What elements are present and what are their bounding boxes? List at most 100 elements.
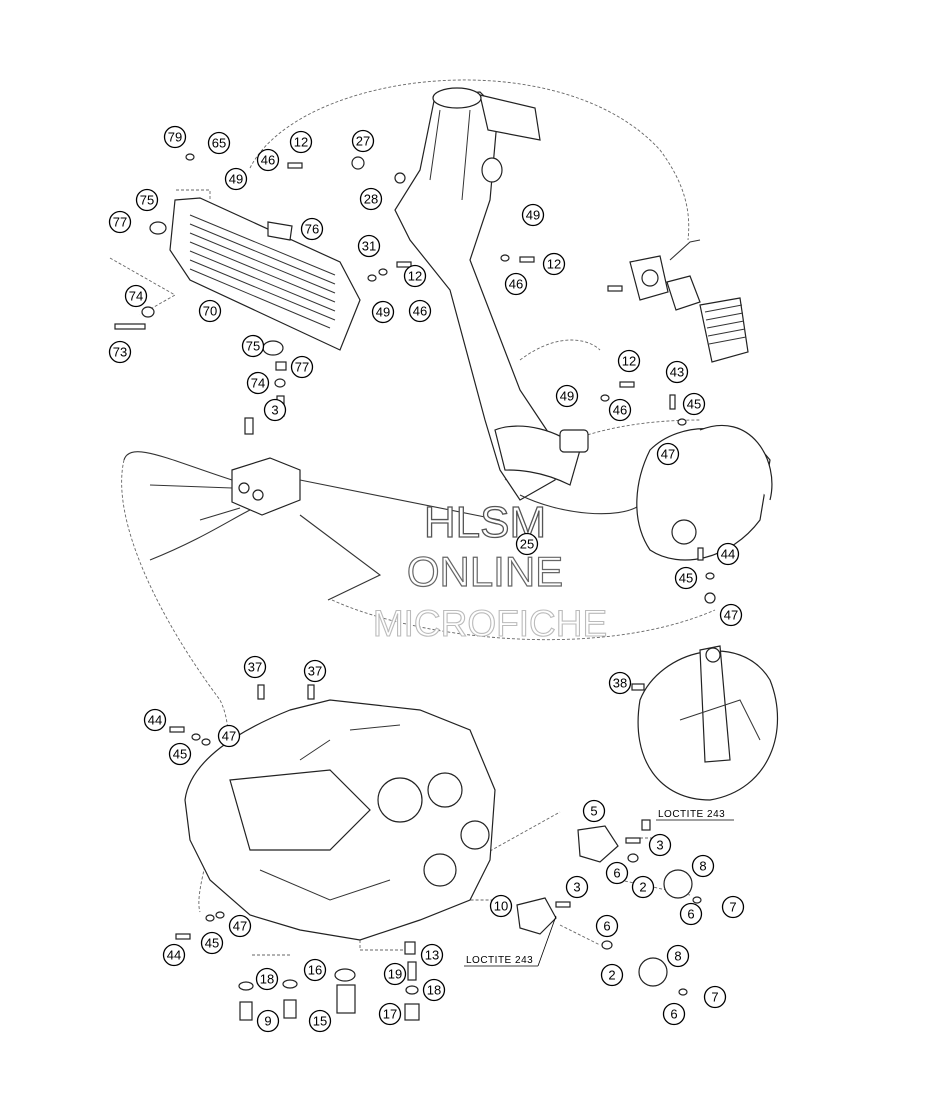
callout-number: 18 [427, 983, 441, 998]
callout-c37a: 37 [243, 655, 267, 679]
callout-circle [108, 340, 132, 364]
callout-number: 25 [520, 537, 534, 552]
callout-c13: 13 [420, 943, 444, 967]
engine-case [184, 684, 496, 941]
callout-c79: 79 [163, 125, 187, 149]
callout-c27: 27 [351, 129, 375, 153]
callout-c74a: 74 [124, 284, 148, 308]
callout-circle [608, 671, 632, 695]
loctite-notes: LOCTITE 243 LOCTITE 243 [464, 809, 734, 967]
callout-number: 45 [679, 571, 693, 586]
callout-c6d: 6 [662, 1002, 686, 1026]
callout-number: 3 [656, 838, 663, 853]
callout-c44b: 44 [143, 708, 167, 732]
callout-circle [351, 129, 375, 153]
callout-number: 65 [212, 136, 226, 151]
callout-number: 19 [388, 967, 402, 982]
callout-number: 6 [603, 919, 610, 934]
callout-circle [489, 894, 513, 918]
callout-circle [716, 542, 740, 566]
callout-number: 45 [205, 936, 219, 951]
callout-c49a: 49 [224, 167, 248, 191]
frame-tube [394, 87, 641, 515]
callout-c8a: 8 [691, 854, 715, 878]
callout-circle [308, 1009, 332, 1033]
callout-c12b: 12 [403, 264, 427, 288]
callout-number: 45 [173, 747, 187, 762]
callout-number: 43 [670, 365, 684, 380]
callout-number: 6 [687, 907, 694, 922]
callout-number: 46 [613, 403, 627, 418]
clutch-cover [636, 424, 773, 561]
callout-circle [719, 603, 743, 627]
callout-number: 6 [613, 866, 620, 881]
callout-c12c: 12 [542, 252, 566, 276]
callout-circle [542, 252, 566, 276]
callout-circle [163, 125, 187, 149]
callout-circle [555, 384, 579, 408]
callout-circle [143, 708, 167, 732]
callout-c77b: 77 [290, 355, 314, 379]
callout-number: 47 [661, 447, 675, 462]
callout-number: 27 [356, 134, 370, 149]
callout-circle [582, 799, 606, 823]
callout-circle [162, 943, 186, 967]
callout-number: 5 [590, 804, 597, 819]
callout-c49c: 49 [371, 300, 395, 324]
callout-circle [608, 398, 632, 422]
callout-number: 49 [229, 172, 243, 187]
callout-number: 47 [724, 608, 738, 623]
loctite-note-bottom: LOCTITE 243 [466, 955, 533, 966]
callout-number: 44 [148, 713, 162, 728]
callout-circle [721, 895, 745, 919]
callout-circle [217, 724, 241, 748]
callout-number: 7 [711, 990, 718, 1005]
callout-number: 31 [362, 239, 376, 254]
callout-circle [600, 963, 624, 987]
callout-circle [246, 371, 270, 395]
callout-c45d: 45 [200, 931, 224, 955]
callout-circle [656, 442, 680, 466]
ignition-cover [637, 645, 778, 801]
callout-number: 46 [413, 304, 427, 319]
callout-c6a: 6 [605, 861, 629, 885]
callout-circle [303, 659, 327, 683]
callout-circle [371, 300, 395, 324]
callout-circle [256, 1009, 280, 1033]
callout-circle [605, 861, 629, 885]
radiator [114, 197, 361, 417]
callout-circle [682, 392, 706, 416]
loctite-note-top: LOCTITE 243 [658, 809, 725, 820]
callout-number: 46 [509, 277, 523, 292]
callout-number: 45 [687, 397, 701, 412]
callout-number: 47 [222, 729, 236, 744]
callout-number: 73 [113, 345, 127, 360]
callout-c44c: 44 [162, 943, 186, 967]
callout-number: 74 [251, 376, 265, 391]
callout-number: 47 [233, 919, 247, 934]
callout-number: 49 [526, 208, 540, 223]
callout-c3b: 3 [648, 833, 672, 857]
callout-c7a: 7 [721, 895, 745, 919]
callout-circle [521, 203, 545, 227]
callout-number: 76 [305, 222, 319, 237]
callout-circle [679, 902, 703, 926]
callout-number: 38 [613, 676, 627, 691]
callout-number: 17 [383, 1007, 397, 1022]
callout-circle [303, 958, 327, 982]
callout-number: 28 [364, 192, 378, 207]
callout-number: 49 [560, 389, 574, 404]
callout-c46a: 46 [256, 148, 280, 172]
fasteners [169, 153, 716, 940]
callout-c10: 10 [489, 894, 513, 918]
callout-number: 37 [248, 660, 262, 675]
callout-number: 70 [203, 304, 217, 319]
callout-number: 6 [670, 1007, 677, 1022]
callout-circle [504, 272, 528, 296]
callout-number: 8 [699, 859, 706, 874]
callout-c18a: 18 [255, 967, 279, 991]
drain-plugs [238, 941, 420, 1021]
callout-circle [565, 875, 589, 899]
